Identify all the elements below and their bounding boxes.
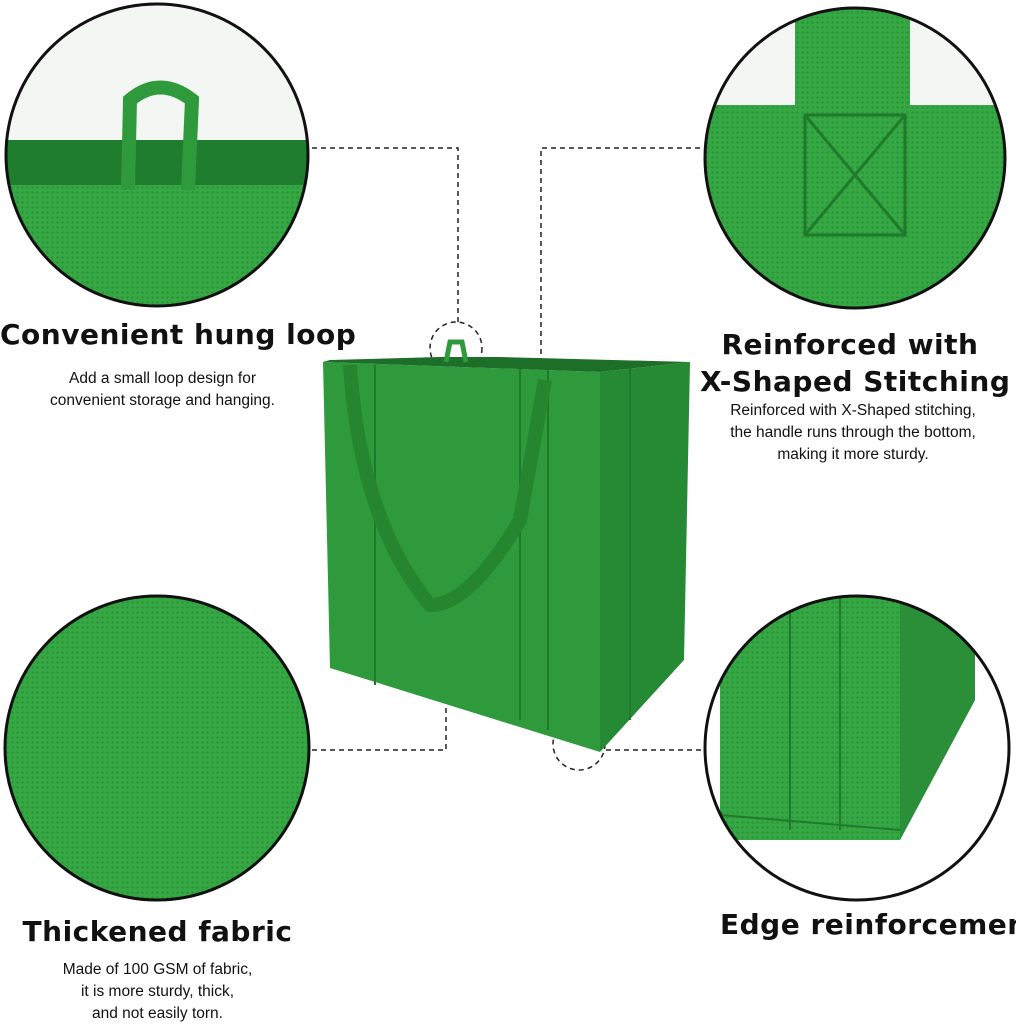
desc-line: the handle runs through the bottom, <box>730 424 976 441</box>
desc-line: making it more sturdy. <box>777 446 929 463</box>
fabric-description: Made of 100 GSM of fabric, it is more st… <box>0 959 315 1025</box>
stitching-description: Reinforced with X-Shaped stitching, the … <box>690 400 1016 466</box>
hung-loop-title: Convenient hung loop <box>0 318 357 351</box>
edge-closeup <box>705 596 1009 900</box>
desc-line: Made of 100 GSM of fabric, <box>62 961 253 978</box>
desc-line: it is more sturdy, thick, <box>80 983 235 1000</box>
edge-title: Edge reinforcement <box>720 908 1016 941</box>
fabric-closeup <box>5 596 309 900</box>
desc-line: Add a small loop design for <box>69 370 256 387</box>
desc-line: Reinforced with X-Shaped stitching, <box>730 402 976 419</box>
fabric-title: Thickened fabric <box>22 915 293 948</box>
desc-line: and not easily torn. <box>92 1005 223 1022</box>
stitching-title: Reinforced with X-Shaped Stitching <box>700 326 1011 400</box>
tote-bag-image <box>323 339 690 752</box>
title-line: X-Shaped Stitching <box>700 365 1011 398</box>
x-stitching-closeup <box>705 8 1005 308</box>
desc-line: convenient storage and hanging. <box>50 392 275 409</box>
title-line: Reinforced with <box>721 328 979 361</box>
hung-loop-description: Add a small loop design for convenient s… <box>0 368 325 412</box>
